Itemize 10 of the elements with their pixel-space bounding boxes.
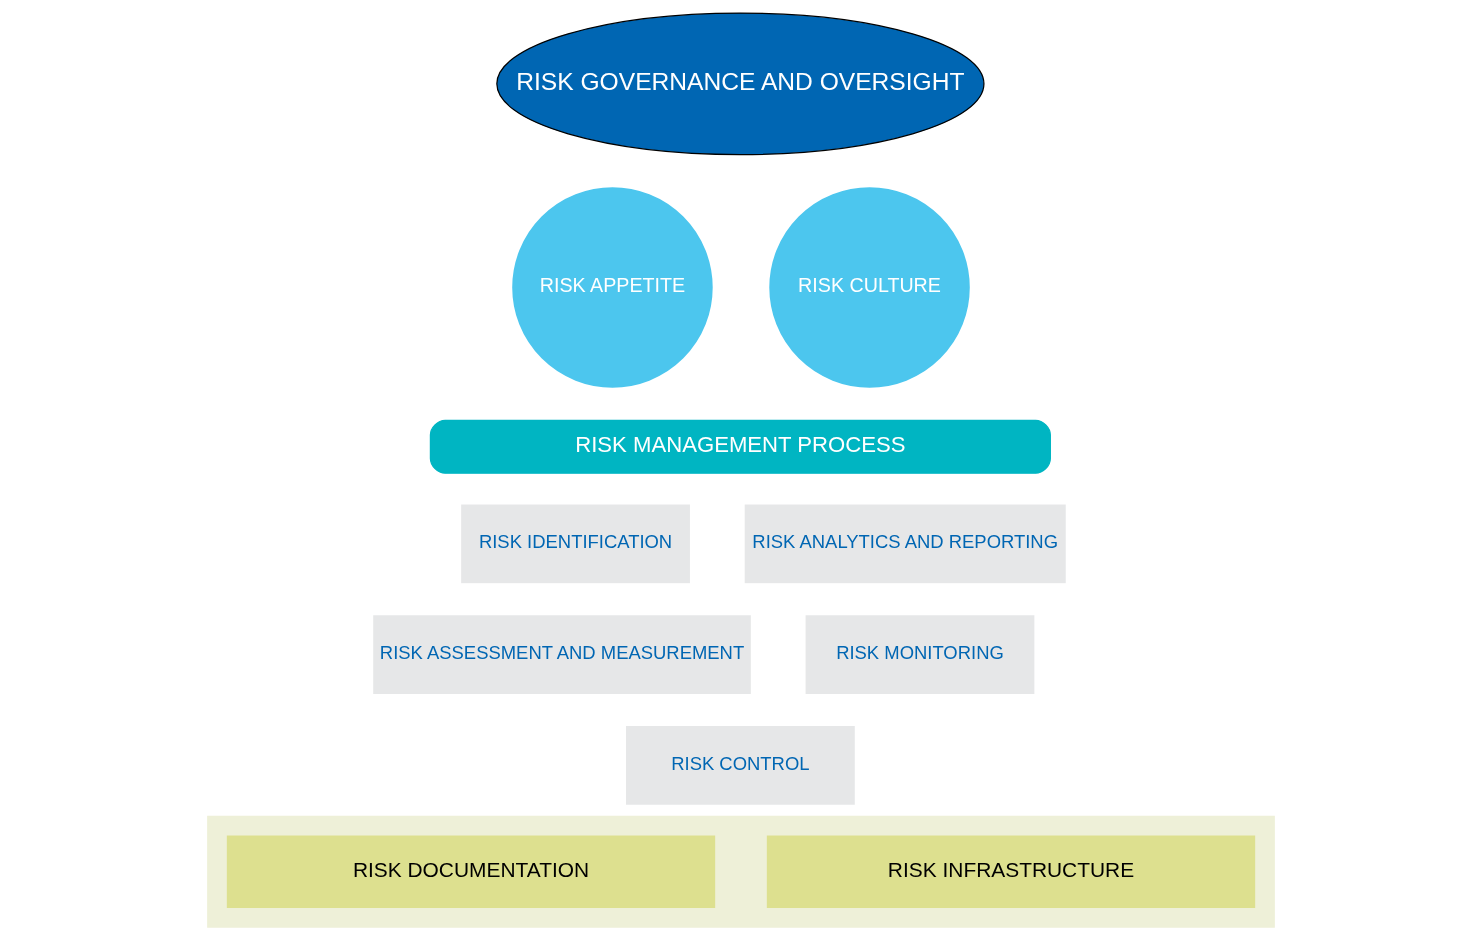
cluster <box>207 815 1275 928</box>
node-box: RISK ANALYTICS AND REPORTING <box>743 503 1067 585</box>
node-box: RISK ASSESSMENT AND MEASUREMENT <box>371 614 753 696</box>
node-box: RISK DOCUMENTATION <box>226 835 716 908</box>
node-box: RISK MANAGEMENT PROCESS <box>429 419 1051 474</box>
node-box: RISK CONTROL <box>624 724 856 806</box>
node-box: RISK MONITORING <box>804 614 1036 696</box>
node-box: RISK INFRASTRUCTURE <box>766 835 1256 908</box>
node-ellipse: RISK GOVERNANCE AND OVERSIGHT <box>496 12 985 156</box>
node-box: RISK IDENTIFICATION <box>459 503 692 585</box>
